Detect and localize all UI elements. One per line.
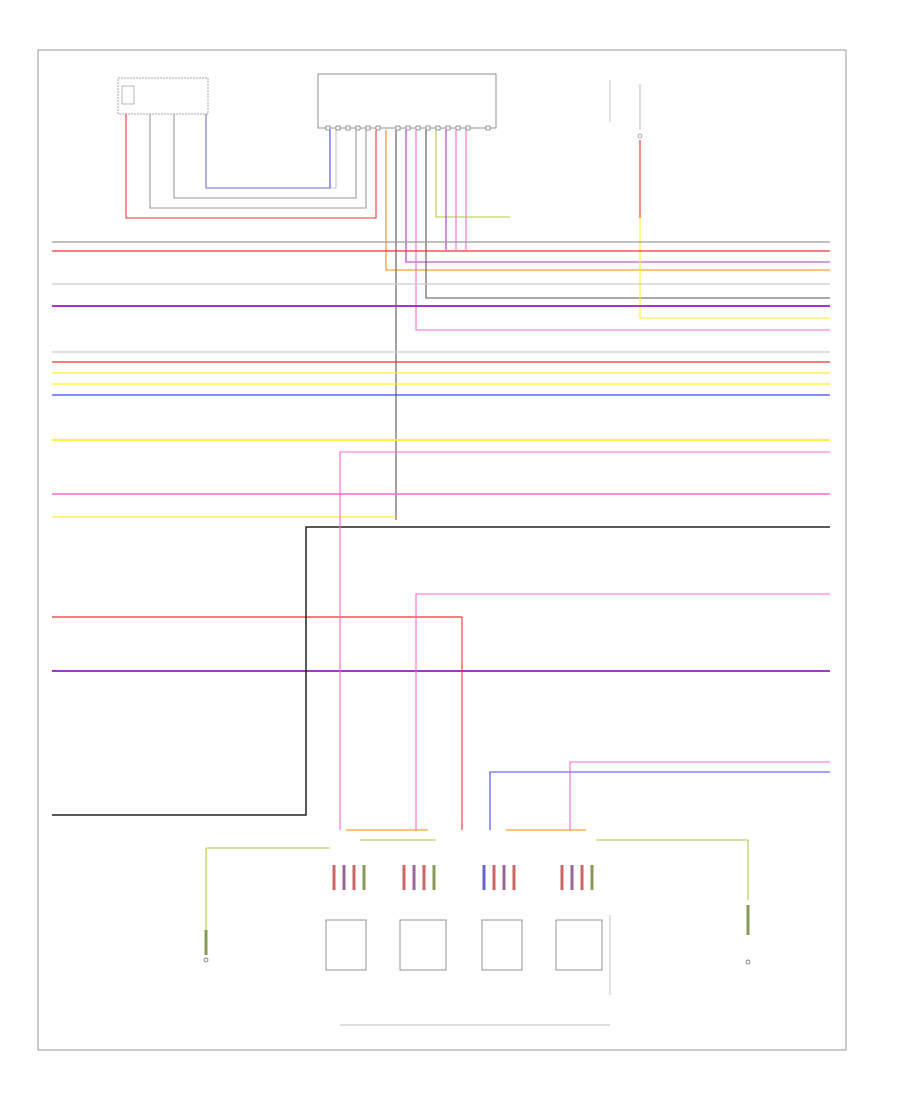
- bottom-feed-wires: [205, 451, 830, 930]
- left-ground-symbol: [203, 957, 209, 963]
- top-left-module-wires: [125, 114, 377, 219]
- diagram-frame: [37, 49, 847, 1051]
- bottom-components: [325, 915, 611, 1026]
- connector-pins: [204, 865, 750, 955]
- right-ground-symbol: [745, 959, 751, 965]
- harness-bus: [52, 241, 830, 672]
- top-left-module: [117, 77, 209, 115]
- cluster-harness-wires: [385, 130, 830, 520]
- instrument-cluster-module: [317, 73, 497, 131]
- ground-wire: [52, 526, 830, 816]
- fuse-block-top-right: [609, 80, 643, 139]
